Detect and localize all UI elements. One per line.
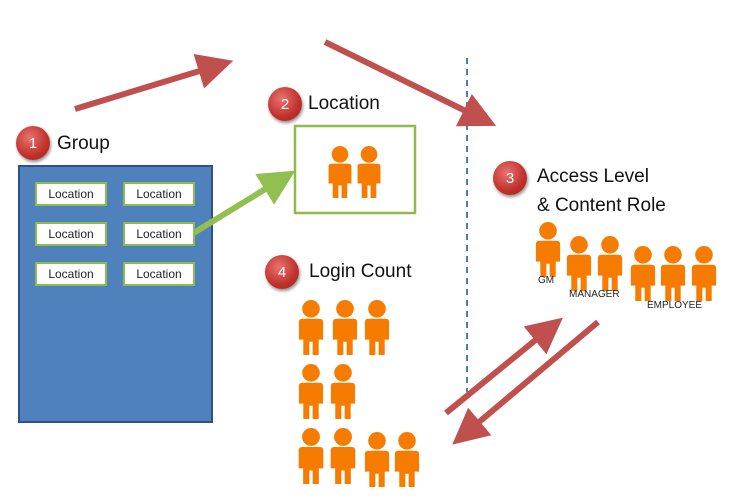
manager-person-icon	[566, 236, 592, 291]
login-person-icon	[330, 428, 356, 484]
login-person-icon	[298, 300, 324, 355]
group-location-item: Location	[123, 262, 195, 286]
step-2-badge: 2	[268, 87, 302, 121]
role-gm-label: GM	[538, 275, 555, 286]
group-location-item: Location	[35, 222, 107, 246]
people-group	[298, 146, 717, 487]
login-person-icon	[332, 300, 358, 355]
login-person-icon	[364, 432, 390, 487]
group-label: Group	[57, 133, 110, 154]
login-count-label: Login Count	[309, 261, 412, 282]
step-3-badge: 3	[493, 161, 527, 195]
location-box	[293, 124, 417, 215]
step-4-badge: 4	[265, 255, 299, 289]
arrow-access-to-login	[452, 319, 600, 445]
employee-person-icon	[630, 246, 656, 301]
login-person-icon	[298, 428, 324, 484]
employee-person-icon	[691, 246, 717, 301]
employee-person-icon	[660, 246, 686, 301]
access-label-line2: & Content Role	[537, 195, 666, 216]
gm-person-icon	[535, 222, 561, 277]
group-location-item: Location	[35, 262, 107, 286]
location-label: Location	[308, 93, 380, 114]
group-location-item: Location	[123, 222, 195, 246]
access-label-line1: Access Level	[537, 166, 649, 187]
group-location-item: Location	[123, 182, 195, 206]
location-person-icon	[328, 146, 352, 198]
group-panel	[18, 165, 213, 423]
manager-person-icon	[597, 236, 623, 291]
arrow-location-item-to-location	[190, 170, 296, 237]
arrow-location-to-access	[323, 39, 497, 127]
location-person-icon	[357, 146, 381, 198]
role-employee-label: EMPLOYEE	[647, 300, 703, 311]
role-manager-label: MANAGER	[569, 289, 620, 300]
login-person-icon	[330, 364, 356, 419]
step-1-badge: 1	[16, 126, 50, 160]
login-person-icon	[394, 432, 420, 487]
arrow-login-to-access	[444, 317, 563, 416]
login-person-icon	[364, 300, 390, 355]
arrow-group-to-location	[74, 54, 234, 112]
group-location-item: Location	[35, 182, 107, 206]
login-person-icon	[298, 364, 324, 419]
